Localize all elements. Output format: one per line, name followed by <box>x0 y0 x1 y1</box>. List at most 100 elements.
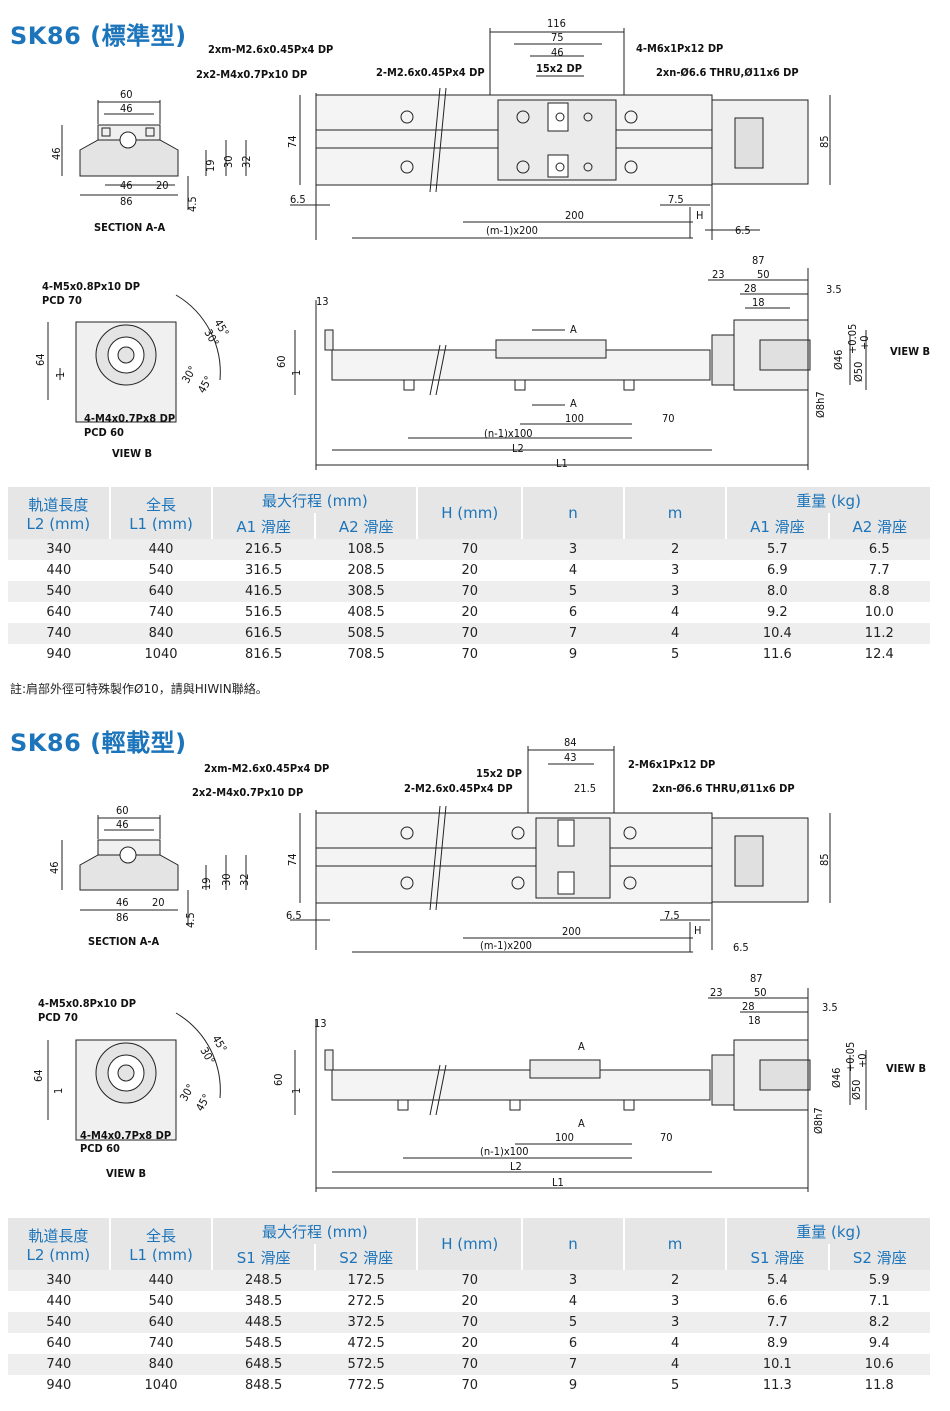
dim: 19 <box>204 159 217 172</box>
table-cell: 8.2 <box>828 1312 930 1333</box>
dim: +0.05 <box>846 324 859 354</box>
dim: 23 <box>710 986 723 999</box>
table-cell: 3 <box>522 1270 625 1291</box>
dim: 100 <box>555 1131 574 1144</box>
dim: 60 <box>120 88 133 101</box>
dim: (m-1)x200 <box>480 939 532 952</box>
table-cell: 440 <box>8 1291 110 1312</box>
dim: 50 <box>754 986 767 999</box>
view-b-drawing <box>47 1012 221 1141</box>
label-top-3: 2-M2.6x0.45Px4 DP <box>376 66 485 79</box>
label-top-5: 2-M6x1Px12 DP <box>628 758 715 771</box>
table-cell: 20 <box>417 1333 523 1354</box>
table-cell: 740 <box>109 1333 213 1354</box>
dim: 45° <box>195 374 215 396</box>
dim: 23 <box>712 268 725 281</box>
col-stroke-a: A1 滑座 <box>212 513 316 539</box>
table-cell: 572.5 <box>314 1354 418 1375</box>
table-cell: 3 <box>624 581 727 602</box>
table-cell: 2 <box>624 1270 727 1291</box>
table-cell: 70 <box>417 581 523 602</box>
dim: 86 <box>116 911 129 924</box>
col-h: H (mm) <box>417 1218 524 1270</box>
table-cell: 11.3 <box>726 1375 829 1396</box>
dim: 50 <box>757 268 770 281</box>
table-cell: 10.0 <box>828 602 930 623</box>
dim: Ø50 <box>852 362 865 382</box>
table-cell: 940 <box>8 1375 110 1396</box>
table-cell: 440 <box>109 1270 213 1291</box>
dim: 7.5 <box>664 909 680 922</box>
dim: 46 <box>120 179 133 192</box>
table-cell: 6 <box>522 602 625 623</box>
table-cell: 6.9 <box>726 560 829 581</box>
table-cell: 548.5 <box>212 1333 315 1354</box>
dim: 87 <box>750 972 763 985</box>
table-cell: 640 <box>109 581 213 602</box>
dim: 7.5 <box>668 193 684 206</box>
table-cell: 216.5 <box>212 539 315 560</box>
technical-drawing-light: 2xm-M2.6x0.45Px4 DP 2x2-M4x0.7Px10 DP 15… <box>32 736 926 1192</box>
table-cell: 4 <box>624 623 727 644</box>
dim: 13 <box>314 1017 327 1030</box>
table-cell: 9.2 <box>726 602 829 623</box>
table-cell: 516.5 <box>212 602 315 623</box>
label-top-2: 2x2-M4x0.7Px10 DP <box>196 68 307 81</box>
col-weight-b: A2 滑座 <box>828 513 930 539</box>
table-cell: 3 <box>624 1291 727 1312</box>
dim: 84 <box>564 736 577 749</box>
table-cell: 772.5 <box>314 1375 418 1396</box>
dim: 45° <box>193 1092 213 1114</box>
dim: 64 <box>32 1069 45 1082</box>
dim: 21.5 <box>574 782 596 795</box>
table-cell: 540 <box>109 1291 213 1312</box>
dim: 6.5 <box>735 224 751 237</box>
label-top-2: 2x2-M4x0.7Px10 DP <box>192 786 303 799</box>
table-cell: 2 <box>624 539 727 560</box>
table-cell: 340 <box>8 539 110 560</box>
col-stroke: 最大行程 (mm) <box>212 1218 419 1244</box>
col-weight-a: S1 滑座 <box>726 1244 830 1270</box>
view-b-label: VIEW B <box>112 447 152 460</box>
table-cell: 208.5 <box>314 560 418 581</box>
viewb-label-4: PCD 60 <box>84 426 124 439</box>
viewb-label-1: 4-M5x0.8Px10 DP <box>42 280 140 293</box>
table-cell: 472.5 <box>314 1333 418 1354</box>
table-cell: 70 <box>417 1375 523 1396</box>
viewb-label-4: PCD 60 <box>80 1142 120 1155</box>
col-weight: 重量 (kg) <box>726 487 930 513</box>
table-cell: 316.5 <box>212 560 315 581</box>
table-cell: 6.6 <box>726 1291 829 1312</box>
dim: 43 <box>564 751 577 764</box>
dim: 32 <box>238 873 251 886</box>
table-cell: 7 <box>522 623 625 644</box>
table-cell: 5.7 <box>726 539 829 560</box>
section-title: SK86 (輕載型) <box>10 729 187 757</box>
dim: 60 <box>272 1073 285 1086</box>
dim: 200 <box>562 925 581 938</box>
table-cell: 9 <box>522 644 625 665</box>
dim: 60 <box>275 355 288 368</box>
dim: L1 <box>556 457 568 470</box>
table-cell: 816.5 <box>212 644 315 665</box>
side-view-drawing <box>294 268 867 470</box>
table-cell: 70 <box>417 644 523 665</box>
dim: 86 <box>120 195 133 208</box>
dim: 4.5 <box>184 912 197 928</box>
dim: 74 <box>286 135 299 148</box>
dim: +0 <box>856 1053 869 1068</box>
table-cell: 340 <box>8 1270 110 1291</box>
table-cell: 11.2 <box>828 623 930 644</box>
dim: 1 <box>52 1088 65 1094</box>
table-cell: 8.8 <box>828 581 930 602</box>
col-m: m <box>624 1218 728 1270</box>
dim: 3.5 <box>822 1001 838 1014</box>
table-cell: 5 <box>522 1312 625 1333</box>
